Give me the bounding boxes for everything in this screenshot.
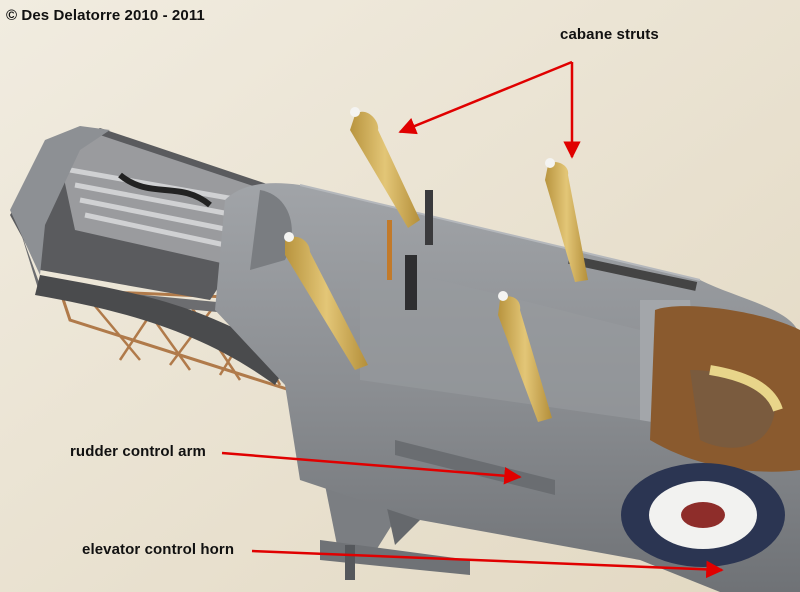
- engine-cowling: [10, 126, 110, 275]
- arrow-elevator: [251, 549, 724, 579]
- engine: [10, 128, 300, 385]
- raf-roundel: [621, 463, 785, 567]
- control-levers: [387, 190, 698, 310]
- copyright-notice: © Des Delatorre 2010 - 2011: [6, 7, 205, 24]
- label-elevator-control-horn: elevator control horn: [82, 541, 235, 558]
- label-rudder-control-arm: rudder control arm: [70, 443, 206, 460]
- annotation-arrows: [221, 60, 724, 579]
- arrow-cabane-left: [398, 60, 573, 135]
- arrow-rudder: [221, 451, 522, 485]
- cockpit: [650, 306, 800, 472]
- cabane-struts: [284, 107, 588, 422]
- label-cabane-struts: cabane struts: [560, 26, 659, 43]
